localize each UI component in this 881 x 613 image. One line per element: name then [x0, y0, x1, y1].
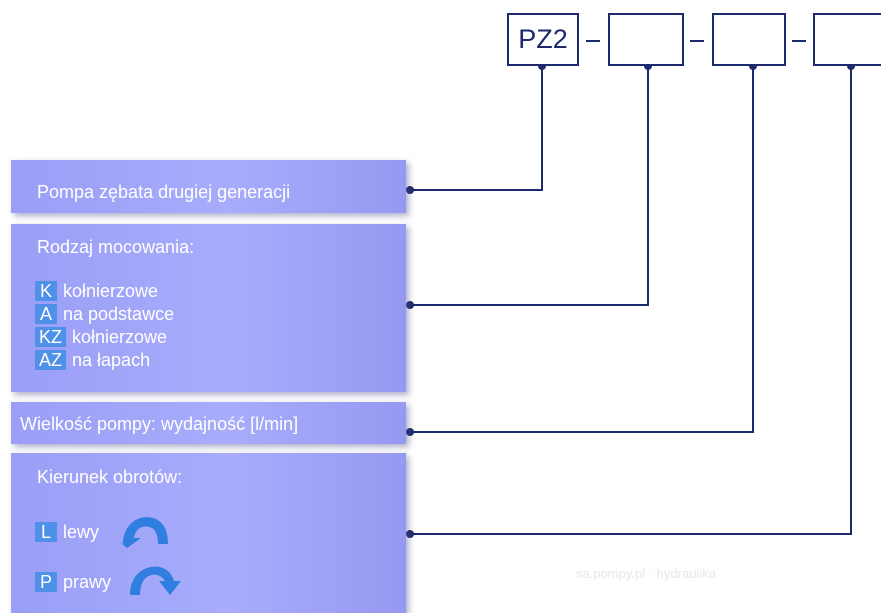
- separator-dash: [792, 40, 806, 42]
- mounting-option: KZ kołnierzowe: [35, 327, 167, 347]
- generation-label: Pompa zębata drugiej generacji: [37, 182, 291, 202]
- connector-dot: [406, 186, 414, 194]
- option-code-badge: A: [35, 304, 57, 324]
- rotation-option-right: P prawy: [35, 559, 185, 604]
- rotation-option-left: L lewy: [35, 510, 173, 553]
- mounting-option: AZ na łapach: [35, 350, 150, 370]
- separator-dash: [690, 40, 704, 42]
- connector-size: [410, 66, 754, 433]
- option-label: na łapach: [72, 350, 151, 370]
- code-box-series: PZ2: [507, 13, 579, 66]
- code-box-rotation: [813, 13, 881, 66]
- option-code-badge: AZ: [35, 350, 67, 370]
- option-code-badge: L: [35, 521, 57, 542]
- mounting-option: A na podstawce: [35, 304, 174, 324]
- connector-dot: [406, 301, 414, 309]
- option-code-badge: P: [35, 571, 57, 592]
- panel-generation: Pompa zębata drugiej generacji: [11, 160, 406, 213]
- option-label: na podstawce: [63, 304, 175, 324]
- option-label: kołnierzowe: [72, 327, 168, 347]
- mounting-option: K kołnierzowe: [35, 281, 158, 301]
- panel-size: Wielkość pompy: wydajność [l/min]: [11, 402, 406, 444]
- rotation-title: Kierunek obrotów:: [37, 467, 183, 487]
- option-label: prawy: [63, 571, 112, 592]
- option-label: lewy: [63, 521, 100, 542]
- connector-rotation: [410, 66, 852, 535]
- option-code-badge: K: [35, 281, 57, 301]
- size-label: Wielkość pompy: wydajność [l/min]: [20, 414, 299, 434]
- connector-generation: [410, 66, 543, 191]
- panel-mounting: Rodzaj mocowania: K kołnierzowe A na pod…: [11, 224, 406, 392]
- option-label: kołnierzowe: [63, 281, 159, 301]
- watermark: sa.pompy.pl · hydraulika: [576, 566, 716, 581]
- code-box-size: [712, 13, 786, 66]
- separator-dash: [586, 40, 600, 42]
- option-code-badge: KZ: [35, 327, 67, 347]
- connector-dot: [406, 530, 414, 538]
- mounting-title: Rodzaj mocowania:: [37, 237, 195, 257]
- connector-mounting: [410, 66, 649, 306]
- code-box-mounting: [608, 13, 684, 66]
- clockwise-arrow-icon: [125, 559, 185, 604]
- panel-rotation: Kierunek obrotów: L lewy P prawy: [11, 453, 406, 613]
- counterclockwise-arrow-icon: [113, 510, 173, 553]
- connector-dot: [406, 428, 414, 436]
